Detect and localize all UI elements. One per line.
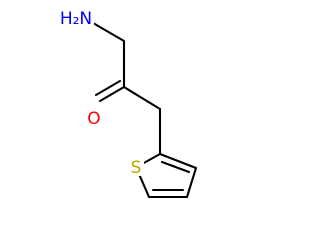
- bond-c2-o-inner: [94, 79, 122, 97]
- atom-label-layer: H₂N O S: [58, 7, 144, 178]
- oxygen-label-background: [86, 108, 102, 128]
- bond-c4-s: [140, 152, 162, 166]
- bond-c2-o-outer: [98, 85, 126, 103]
- bond-layer: [91, 21, 198, 199]
- amine-label-background: [58, 7, 94, 29]
- bond-c2-c3: [122, 85, 162, 111]
- sulfur-label: S: [131, 158, 142, 178]
- bond-n-c1: [91, 21, 126, 43]
- bond-s-c7: [137, 172, 151, 199]
- bond-c5-c4-outer: [158, 152, 198, 170]
- bond-c5-c4-inner: [160, 160, 191, 174]
- molecule-structure-diagram: H₂N O S: [58, 7, 198, 199]
- sulfur-label-background: [128, 156, 144, 176]
- amine-label: H₂N: [60, 9, 92, 29]
- oxygen-label: O: [87, 109, 100, 129]
- bond-c6-c5: [185, 166, 198, 199]
